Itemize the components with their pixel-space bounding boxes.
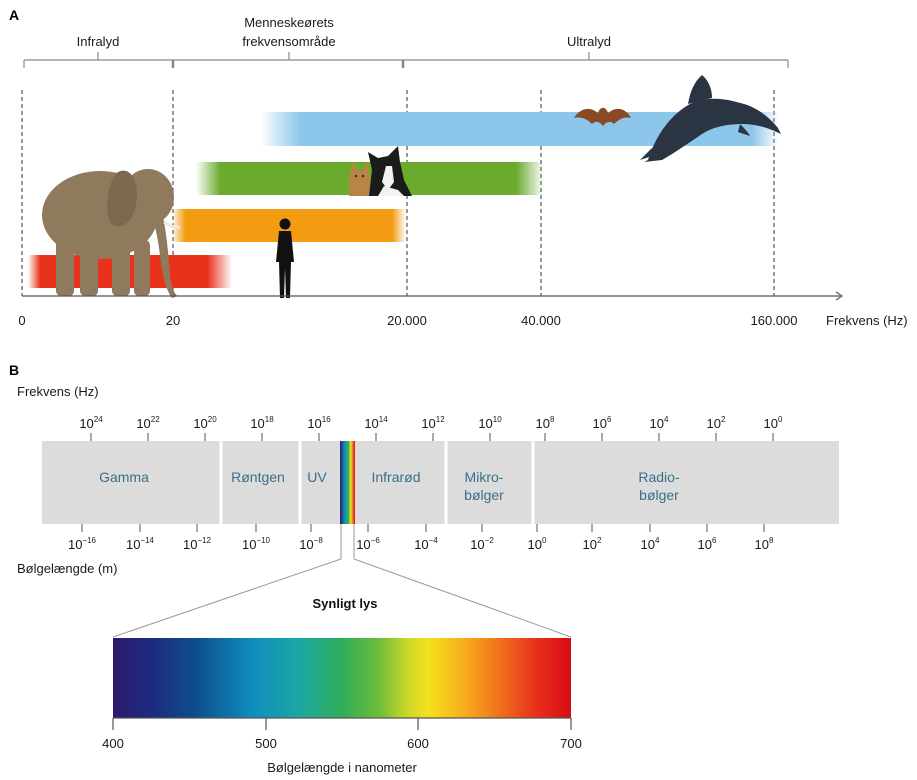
wavelength-power-ticks xyxy=(81,524,765,532)
tick-160000: 160.000 xyxy=(751,313,798,328)
panel-b-label: B xyxy=(9,362,19,378)
band-radio-2: bølger xyxy=(639,487,679,503)
wave-power: 10−2 xyxy=(470,536,494,552)
freq-power: 102 xyxy=(707,415,726,431)
elephant-icon xyxy=(42,169,181,298)
panel-a-label: A xyxy=(9,7,19,23)
human-range-label-1: Menneskeørets xyxy=(244,15,334,30)
wave-power: 10−8 xyxy=(299,536,323,552)
frequency-scale-title: Frekvens (Hz) xyxy=(17,384,99,399)
freq-power: 1012 xyxy=(421,415,445,431)
cat-icon xyxy=(349,162,370,196)
wave-power: 10−10 xyxy=(242,536,271,552)
freq-power: 1016 xyxy=(307,415,331,431)
freq-power: 1018 xyxy=(250,415,274,431)
frequency-power-ticks xyxy=(90,433,774,441)
freq-power: 1024 xyxy=(79,415,103,431)
dog-icon xyxy=(368,146,412,196)
dolphin-icon xyxy=(640,75,781,162)
band-radio-1: Radio- xyxy=(638,469,680,485)
wave-power: 100 xyxy=(528,536,547,552)
nm-tick-400: 400 xyxy=(102,736,124,751)
wave-power: 106 xyxy=(698,536,717,552)
spectrum-band xyxy=(42,441,839,524)
freq-power: 1010 xyxy=(478,415,502,431)
nm-axis xyxy=(112,717,572,730)
band-infrared: Infrarød xyxy=(371,469,420,485)
band-microwave-2: bølger xyxy=(464,487,504,503)
band-gamma: Gamma xyxy=(99,469,149,485)
band-uv: UV xyxy=(307,469,327,485)
wavelength-powers: 10−16 10−14 10−12 10−10 10−8 10−6 10−4 1… xyxy=(68,536,774,552)
freq-power: 1020 xyxy=(193,415,217,431)
wave-power: 10−16 xyxy=(68,536,97,552)
wave-power: 10−4 xyxy=(414,536,438,552)
zoom-lines xyxy=(112,524,572,638)
visible-light-title: Synligt lys xyxy=(312,596,377,611)
nm-tick-500: 500 xyxy=(255,736,277,751)
tick-40000: 40.000 xyxy=(521,313,561,328)
band-rontgen: Røntgen xyxy=(231,469,285,485)
freq-power: 106 xyxy=(593,415,612,431)
ultralyd-label: Ultralyd xyxy=(567,34,611,49)
frequency-axis-ticks: 0 20 20.000 40.000 160.000 xyxy=(18,313,797,328)
human-icon xyxy=(276,218,294,298)
freq-power: 100 xyxy=(764,415,783,431)
tick-20000: 20.000 xyxy=(387,313,427,328)
visible-spectrum-bar xyxy=(113,638,571,718)
band-microwave-1: Mikro- xyxy=(465,469,504,485)
bat-icon xyxy=(574,107,631,126)
range-brackets xyxy=(23,52,789,68)
freq-power: 1022 xyxy=(136,415,160,431)
wave-power: 102 xyxy=(583,536,602,552)
frequency-powers: 1024 1022 1020 1018 1016 1014 1012 1010 … xyxy=(79,415,783,431)
wave-power: 10−14 xyxy=(126,536,155,552)
band-dividers xyxy=(219,441,535,524)
freq-power: 108 xyxy=(536,415,555,431)
frequency-axis-title: Frekvens (Hz) xyxy=(826,313,908,328)
visible-strip xyxy=(340,441,355,524)
nm-tick-700: 700 xyxy=(560,736,582,751)
infralyd-label: Infralyd xyxy=(77,34,120,49)
freq-power: 1014 xyxy=(364,415,388,431)
wavelength-scale-title: Bølgelængde (m) xyxy=(17,561,117,576)
nm-tick-600: 600 xyxy=(407,736,429,751)
wave-power: 10−6 xyxy=(356,536,380,552)
wave-power: 10−12 xyxy=(183,536,212,552)
tick-0: 0 xyxy=(18,313,25,328)
nm-axis-title: Bølgelængde i nanometer xyxy=(267,760,417,775)
wave-power: 108 xyxy=(755,536,774,552)
frequency-axis xyxy=(22,291,844,301)
freq-power: 104 xyxy=(650,415,669,431)
tick-20: 20 xyxy=(166,313,180,328)
wave-power: 104 xyxy=(641,536,660,552)
human-range-label-2: frekvensområde xyxy=(242,34,335,49)
